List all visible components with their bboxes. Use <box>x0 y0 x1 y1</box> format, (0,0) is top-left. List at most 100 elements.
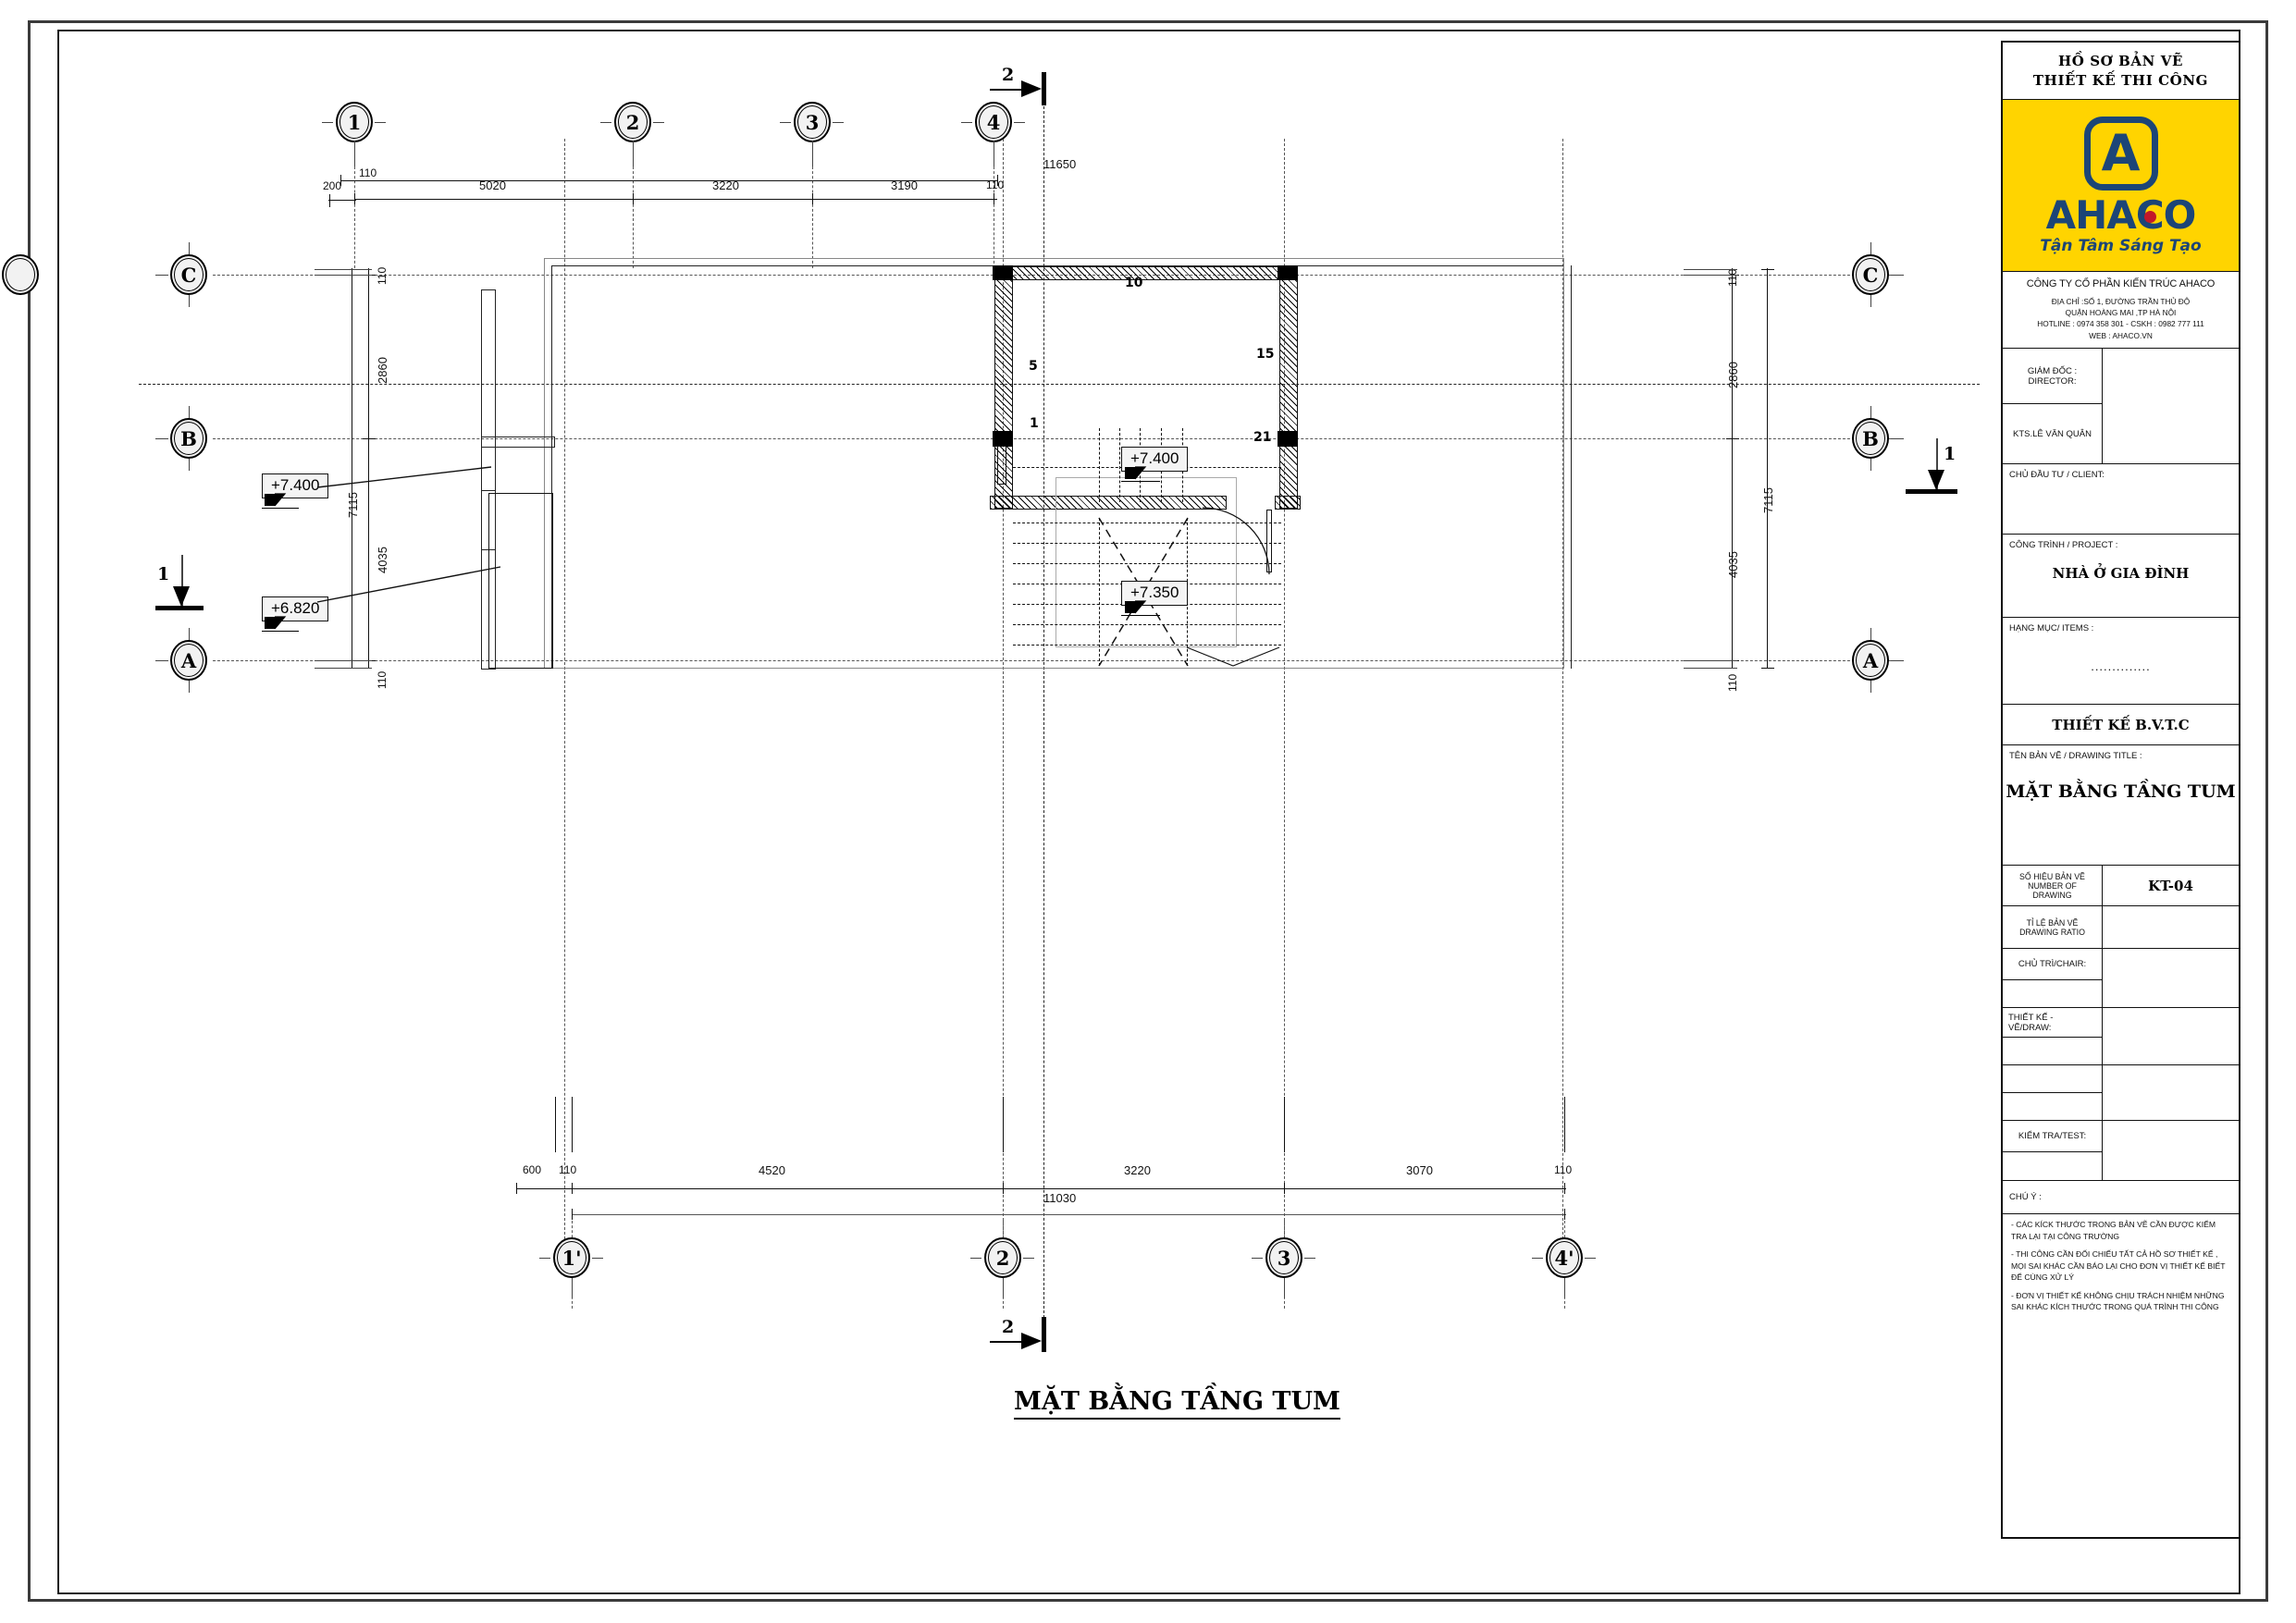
dim-left-leader-bot <box>315 660 372 661</box>
opening-window <box>997 446 1006 485</box>
dim-top-overall-line <box>340 180 997 181</box>
dim-bot-3220: 3220 <box>1124 1163 1151 1177</box>
dim-top-110: 110 <box>359 166 377 179</box>
grid-bubble-left-A[interactable]: A <box>170 640 207 681</box>
dim-top-3220: 3220 <box>712 178 739 192</box>
grid-bubble-bottom-1[interactable]: 1' <box>553 1237 590 1278</box>
dim-bot-tick-e <box>1564 1183 1565 1194</box>
section-marker-right-arrow <box>1928 470 1944 490</box>
ratio-label-cell: TỈ LỆ BẢN VẼ DRAWING RATIO <box>2003 906 2102 950</box>
level-base-left-low <box>262 631 299 632</box>
level-leader-left-low <box>316 566 501 603</box>
dim-right-leader-bot2 <box>1684 668 1737 669</box>
grid-tick-left-B-top <box>189 406 190 418</box>
dim-right-chain-line <box>1732 268 1733 668</box>
grid-tick-top-3r <box>833 122 844 123</box>
dim-bot-ov-tick-r <box>1564 1209 1565 1220</box>
dim-top-200: 200 <box>323 179 342 192</box>
note-body: - CÁC KÍCK THƯỚC TRONG BẢN VẼ CẦN ĐƯỢC K… <box>2003 1214 2239 1318</box>
level-base-terrace <box>1121 615 1160 616</box>
logo-wordmark-text: AHACO <box>2045 191 2197 238</box>
logo-slogan: Tận Tâm Sáng Tạo <box>2040 236 2202 255</box>
section-marker-left-bar <box>155 606 204 610</box>
number-value-column: KT-04 <box>2103 866 2239 1180</box>
stair-wall-bottom <box>990 496 1227 510</box>
section-marker-left-stem <box>181 555 183 607</box>
grid-bubble-top-1[interactable]: 1 <box>336 102 373 142</box>
dim-top-tick-3 <box>812 193 813 204</box>
blank-cell-2 <box>2003 1093 2102 1122</box>
level-leader-left-roof <box>316 466 492 488</box>
grid-tick-right-B-top <box>1870 406 1871 418</box>
grid-tick-bot-2l <box>970 1258 981 1259</box>
dim-bot-chain-line <box>516 1188 1566 1189</box>
grid-bubble-bottom-3[interactable]: 3 <box>1265 1237 1302 1278</box>
grid-tick-bot-3r <box>1304 1258 1315 1259</box>
right-wall-edge <box>1571 265 1572 669</box>
column-mid-right <box>1278 431 1298 447</box>
dim-bot-tick-b <box>572 1183 573 1194</box>
section-marker-bottom-label: 2 <box>1002 1317 1015 1337</box>
dim-right-110-top: 110 <box>1726 268 1739 287</box>
grid-stem-top-3 <box>812 141 813 166</box>
grid-bubble-spacer <box>2 254 39 295</box>
section-marker-bottom-tail <box>990 1341 1027 1343</box>
grid-tick-top-4r <box>1014 122 1025 123</box>
level-mark-landing-solid <box>1125 467 1145 479</box>
grid-bubble-right-C[interactable]: C <box>1852 254 1889 295</box>
dim-bot-tick-d <box>1284 1183 1285 1194</box>
grid-bubble-right-A[interactable]: A <box>1852 640 1889 681</box>
grid-tick-left-A-top <box>189 628 190 640</box>
project-label: CÔNG TRÌNH / PROJECT : <box>2009 540 2118 551</box>
grid-tick-right-B-bot <box>1870 459 1871 471</box>
dim-top-5020: 5020 <box>479 178 506 192</box>
dim-top-200-line <box>328 200 356 201</box>
dim-bot-ext-1 <box>555 1097 556 1152</box>
dim-bot-600: 600 <box>523 1163 542 1176</box>
stair-step-label-1: 1 <box>1030 416 1039 431</box>
company-hotline: HOTLINE : 0974 358 301 - CSKH : 0982 777… <box>2037 319 2204 329</box>
drawing-title-label: TÊN BẢN VẼ / DRAWING TITLE : <box>2009 751 2142 762</box>
grid-bubble-bottom-4[interactable]: 4' <box>1546 1237 1583 1278</box>
number-label-cell: SỐ HIỆU BẢN VẼ NUMBER OF DRAWING <box>2003 866 2102 907</box>
design-type-value: THIẾT KẾ B.V.T.C <box>2052 716 2190 733</box>
grid-stem-left-C <box>155 275 168 276</box>
left-wall-lower <box>481 490 496 670</box>
dim-right-leader-top <box>1684 269 1737 270</box>
dim-bot-110r: 110 <box>1554 1163 1573 1176</box>
dim-bot-3070: 3070 <box>1406 1163 1433 1177</box>
note-item-1: - CÁC KÍCK THƯỚC TRONG BẢN VẼ CẦN ĐƯỢC K… <box>2011 1220 2216 1241</box>
dim-right-ov-tick-bot <box>1761 668 1774 669</box>
logo-dot-icon <box>2144 210 2157 223</box>
gridline-1 <box>564 139 565 1248</box>
section-marker-top-label: 2 <box>1002 65 1015 85</box>
dim-top-tick-0 <box>340 175 341 186</box>
grid-bubble-top-3[interactable]: 3 <box>794 102 831 142</box>
stair-wall-top <box>1002 266 1294 280</box>
grid-bubble-right-B[interactable]: B <box>1852 418 1889 459</box>
stair-step-label-10: 10 <box>1125 276 1143 290</box>
grid-bubble-left-C[interactable]: C <box>170 254 207 295</box>
company-name: CÔNG TY CỔ PHẦN KIẾN TRÚC AHACO <box>2026 278 2216 289</box>
ratio-label-en: DRAWING RATIO <box>2019 927 2085 937</box>
grid-bubble-top-2[interactable]: 2 <box>614 102 651 142</box>
test-sign-area <box>2103 1121 2239 1180</box>
section-marker-bottom-arrow <box>1021 1333 1042 1349</box>
director-signature-area <box>2103 349 2239 463</box>
dim-right-leader-bot <box>1684 660 1737 661</box>
dim-left-2860: 2860 <box>376 357 389 384</box>
door-swing-arc-icon <box>1202 507 1270 575</box>
section-line-2 <box>1043 88 1044 1322</box>
dim-right-ov-tick-top <box>1761 269 1774 270</box>
stair-tread-2 <box>1013 543 1281 544</box>
level-mark-terrace-open <box>1134 600 1147 614</box>
grid-bubble-bottom-2[interactable]: 2 <box>984 1237 1021 1278</box>
dim-bot-ext-3 <box>1284 1097 1285 1152</box>
plan-title: MẶT BẰNG TẦNG TUM <box>1014 1387 1340 1420</box>
note-item-3: - ĐƠN VỊ THIẾT KẾ KHÔNG CHỊU TRÁCH NHIỆM… <box>2011 1290 2225 1311</box>
grid-bubble-top-4[interactable]: 4 <box>975 102 1012 142</box>
grid-bubble-left-B[interactable]: B <box>170 418 207 459</box>
grid-tick-top-1r <box>375 122 386 123</box>
grid-stem-right-C <box>1891 275 1904 276</box>
chair-value-cell <box>2003 980 2102 1009</box>
